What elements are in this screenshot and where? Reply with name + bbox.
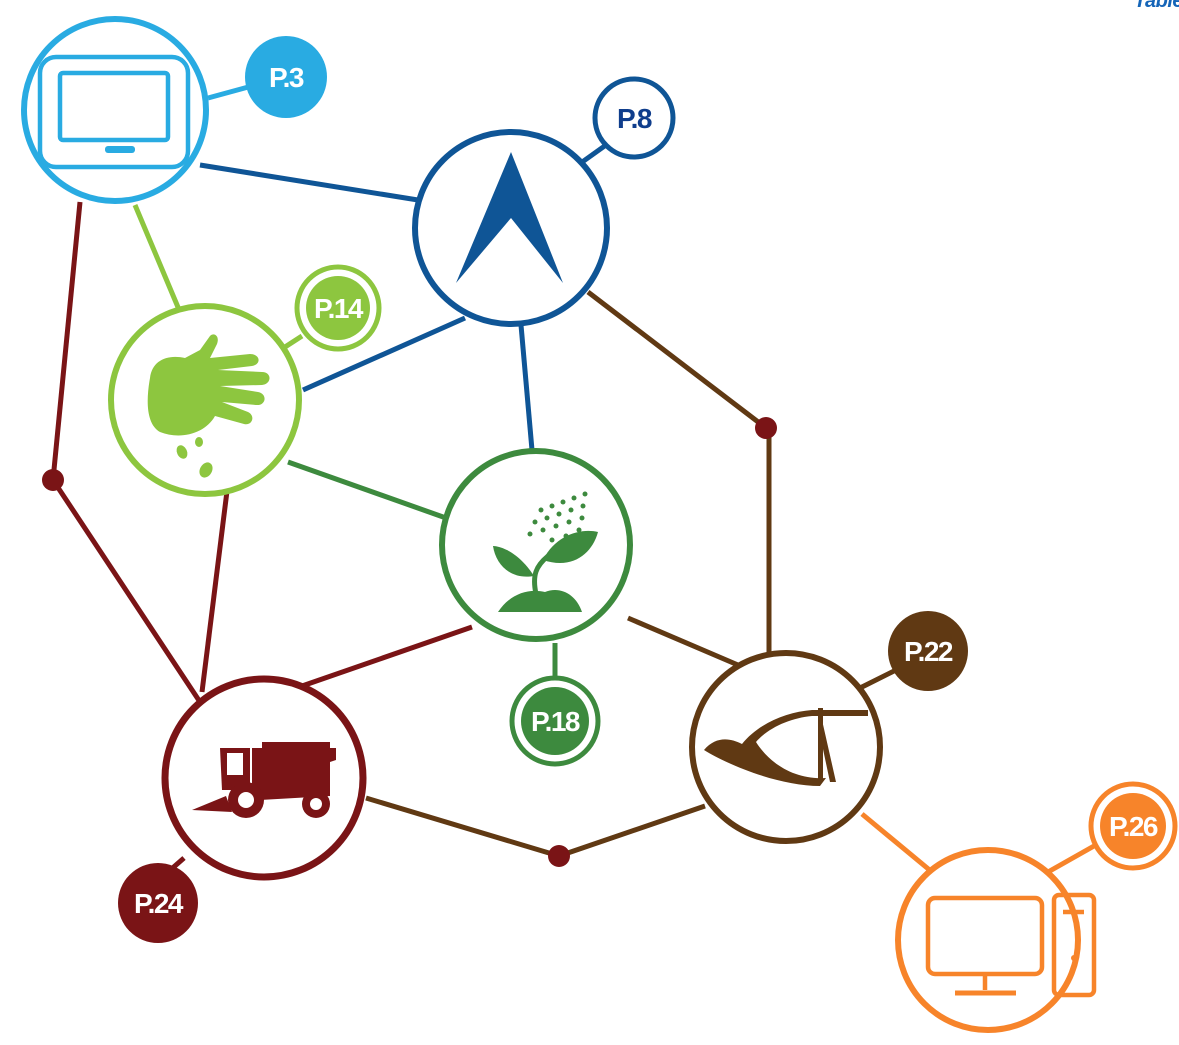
connector-navigation-rightdot [586,290,768,430]
node-seeding-ring [439,448,633,642]
badge-p8[interactable]: P.8 [592,76,676,160]
node-computer[interactable] [895,847,1097,1033]
connector-harvester-bottomdot [365,795,560,859]
node-harvester[interactable] [161,675,367,881]
badge-p26[interactable]: P.26 [1088,781,1178,871]
connector-leftdot-harvester [50,478,203,704]
node-computer-ring [895,847,1081,1033]
junction-dot-left [42,469,64,491]
junction-dot-bottom [548,845,570,867]
badge-p26-label: P.26 [1109,811,1158,842]
desktop-computer-icon [925,892,1097,998]
connector-monitor-glove [132,204,183,313]
tether-p3 [207,83,253,101]
tablet-monitor-icon [37,54,191,170]
badge-p8-label: P.8 [617,103,652,134]
badge-p18[interactable]: P.18 [509,675,601,767]
connector-monitor-navigation [199,162,419,203]
badge-p22[interactable]: P.22 [888,611,968,691]
connector-plow-computer [860,812,934,874]
node-glove[interactable] [108,303,302,497]
connector-monitor-leftdot [50,201,83,481]
connector-seeding-plow [627,615,739,668]
connector-glove-harvester [199,474,232,693]
seedling-spray-icon [493,491,598,612]
badge-p22-label: P.22 [904,636,953,667]
connector-glove-navigation [301,315,467,393]
plow-icon [704,708,868,786]
connector-seeding-harvester [301,624,473,689]
connector-navigation-seeding [518,324,535,451]
corner-label: Table [1134,0,1179,12]
node-plow-ring [689,650,883,844]
tether-p14 [283,333,304,350]
badge-p18-label: P.18 [531,706,580,737]
node-monitor[interactable] [21,16,209,204]
tether-p22 [858,665,902,691]
tether-p26 [1046,843,1096,875]
navigation-arrow-icon [456,152,563,283]
badge-p14[interactable]: P.14 [294,264,382,352]
badge-p3[interactable]: P.3 [245,36,327,118]
badge-p3-label: P.3 [269,62,304,93]
connector-glove-seeding [287,459,447,521]
badge-p24[interactable]: P.24 [118,863,198,943]
node-seeding[interactable] [439,448,633,642]
connector-bottomdot-plow [558,803,706,859]
glove-hand-icon [147,334,270,478]
combine-harvester-icon [192,742,336,818]
node-monitor-ring [21,16,209,204]
node-plow[interactable] [689,650,883,844]
badge-p14-label: P.14 [314,293,364,324]
node-navigation[interactable] [412,129,610,327]
connectors [50,83,1096,875]
junction-dot-right [755,417,777,439]
badge-p24-label: P.24 [134,888,184,919]
